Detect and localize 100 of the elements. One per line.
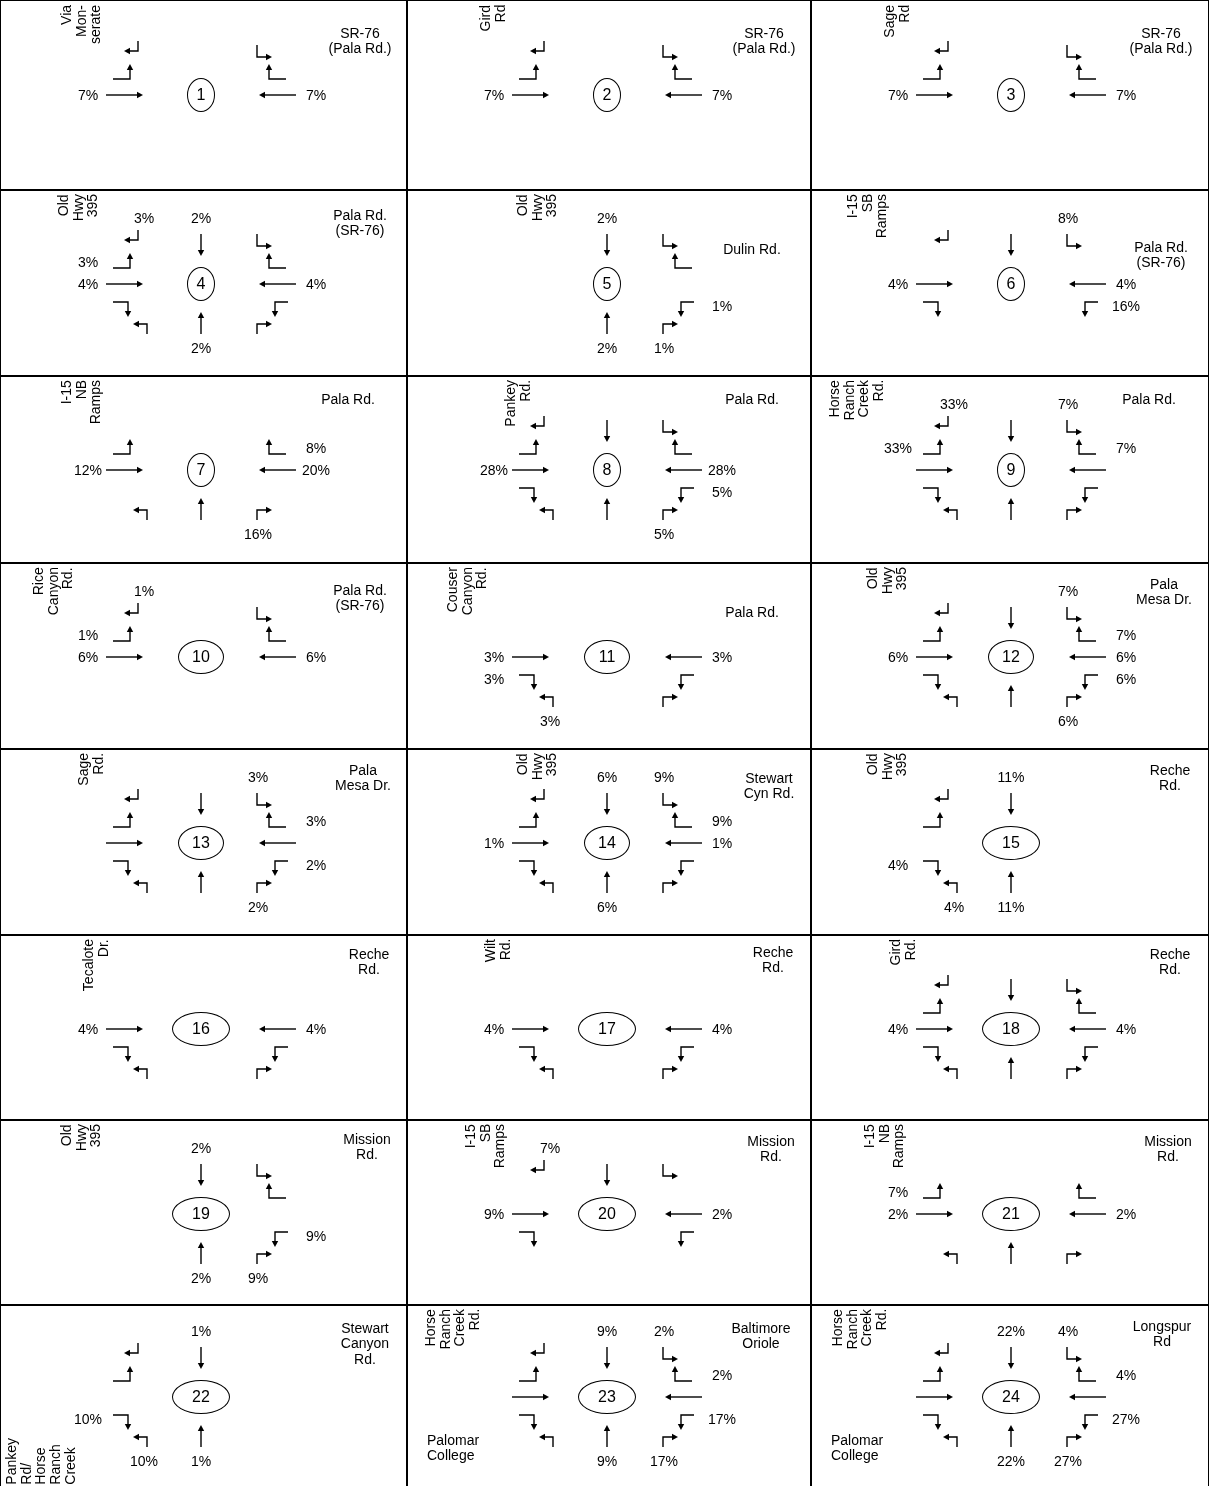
intersection-number: 2: [593, 78, 621, 112]
road-name: Reche Rd.: [751, 945, 795, 976]
intersection-panel: [406, 748, 812, 936]
road-name: Via Mon- serate: [59, 5, 104, 44]
turn-percentage: 3%: [483, 649, 505, 665]
road-name: Reche Rd.: [347, 947, 391, 978]
road-name: Gird Rd.: [888, 939, 918, 966]
intersection-number: 24: [982, 1380, 1040, 1414]
road-name: Pala Rd.: [1121, 392, 1177, 408]
turn-percentage: 5%: [653, 526, 675, 542]
turn-percentage: 9%: [305, 1228, 327, 1244]
turn-percentage: 4%: [483, 1021, 505, 1037]
turn-percentage: 1%: [77, 627, 99, 643]
road-name: Pankey Rd.: [503, 380, 533, 427]
road-name: Old Hwy 395: [515, 753, 560, 781]
turn-percentage: 7%: [77, 87, 99, 103]
turn-percentage: 4%: [943, 899, 965, 915]
road-name: I-15 NB Ramps: [59, 380, 104, 425]
road-name: Stewart Canyon Rd.: [339, 1321, 391, 1368]
turn-percentage: 2%: [190, 340, 212, 356]
turn-percentage: 4%: [1115, 1367, 1137, 1383]
turn-percentage: 2%: [711, 1367, 733, 1383]
turn-percentage: 17%: [708, 1411, 736, 1427]
intersection-panel: [406, 0, 812, 191]
turn-percentage: 9%: [596, 1453, 618, 1469]
turn-percentage: 4%: [887, 857, 909, 873]
intersection-panel: [810, 1119, 1209, 1306]
intersection-panel: [810, 375, 1209, 564]
road-name: Gird Rd: [478, 5, 508, 32]
turn-percentage: 8%: [1057, 210, 1079, 226]
turn-percentage: 7%: [305, 87, 327, 103]
turn-percentage: 7%: [483, 87, 505, 103]
road-name: Wilt Rd.: [483, 939, 513, 963]
intersection-panel: [406, 562, 812, 750]
road-name: Mission Rd.: [342, 1132, 392, 1163]
turn-percentage: 6%: [596, 899, 618, 915]
intersection-panel: [0, 748, 408, 936]
turn-percentage: 9%: [596, 1323, 618, 1339]
turn-percentage: 4%: [77, 1021, 99, 1037]
turn-percentage: 3%: [539, 713, 561, 729]
turn-percentage: 1%: [711, 298, 733, 314]
turn-percentage: 1%: [133, 583, 155, 599]
intersection-number: 22: [172, 1380, 230, 1414]
road-name: Pala Rd.: [320, 392, 376, 408]
turn-percentage: 6%: [1115, 671, 1137, 687]
turn-percentage: 3%: [77, 254, 99, 270]
road-name: Horse Ranch Creek Rd.: [423, 1309, 482, 1350]
road-name: Sage Rd.: [76, 753, 106, 786]
intersection-number: 21: [982, 1197, 1040, 1231]
turn-percentage: 2%: [190, 1270, 212, 1286]
intersection-number: 19: [172, 1197, 230, 1231]
intersection-panel: [810, 0, 1209, 191]
turn-percentage: 2%: [247, 899, 269, 915]
road-name: SR-76 (Pala Rd.): [327, 26, 393, 57]
turn-percentage: 7%: [1115, 627, 1137, 643]
turn-percentage: 16%: [244, 526, 272, 542]
intersection-number: 1: [187, 78, 215, 112]
road-name: SR-76 (Pala Rd.): [1128, 26, 1194, 57]
turn-percentage: 2%: [305, 857, 327, 873]
road-name: I-15 SB Ramps: [845, 194, 890, 239]
road-name: Reche Rd.: [1148, 763, 1192, 794]
turn-percentage: 2%: [596, 210, 618, 226]
turn-percentage: 10%: [130, 1453, 158, 1469]
road-name: Dulin Rd.: [722, 242, 782, 258]
turn-percentage: 9%: [653, 769, 675, 785]
turn-percentage: 4%: [887, 276, 909, 292]
turn-percentage: 6%: [1115, 649, 1137, 665]
turn-percentage: 7%: [711, 87, 733, 103]
turn-percentage: 7%: [887, 1184, 909, 1200]
intersection-number: 20: [578, 1197, 636, 1231]
turn-percentage: 17%: [650, 1453, 678, 1469]
turn-percentage: 7%: [1115, 87, 1137, 103]
intersection-number: 3: [997, 78, 1025, 112]
turn-percentage: 9%: [711, 813, 733, 829]
road-name: Mission Rd.: [1143, 1134, 1193, 1165]
intersection-number: 14: [584, 826, 630, 860]
intersection-panel: [0, 562, 408, 750]
place-name: Palomar College: [831, 1433, 885, 1464]
turn-percentage: 4%: [305, 1021, 327, 1037]
intersection-number: 11: [584, 640, 630, 674]
road-name: Horse Ranch Creek Rd.: [830, 1309, 889, 1350]
turn-percentage: 3%: [483, 671, 505, 687]
intersection-panel: [406, 375, 812, 564]
turn-percentage: 28%: [480, 462, 508, 478]
road-name: Pankey Rd/ Horse Ranch Creek: [4, 1438, 78, 1485]
road-name: Old Hwy 395: [59, 1124, 104, 1152]
turn-percentage: 16%: [1112, 298, 1140, 314]
road-name: Old Hwy 395: [865, 753, 910, 781]
road-name: Rice Canyon Rd.: [31, 567, 76, 616]
road-name: Mission Rd.: [746, 1134, 796, 1165]
turn-percentage: 11%: [997, 899, 1025, 915]
intersection-number: 5: [593, 267, 621, 301]
road-name: Longspur Rd: [1131, 1319, 1193, 1350]
intersection-panel: [0, 934, 408, 1121]
turn-percentage: 6%: [1057, 713, 1079, 729]
turn-percentage: 3%: [247, 769, 269, 785]
intersection-number: 23: [578, 1380, 636, 1414]
intersection-panel: [810, 1304, 1209, 1486]
intersection-panel: [810, 748, 1209, 936]
road-name: Couser Canyon Rd.: [445, 567, 490, 616]
